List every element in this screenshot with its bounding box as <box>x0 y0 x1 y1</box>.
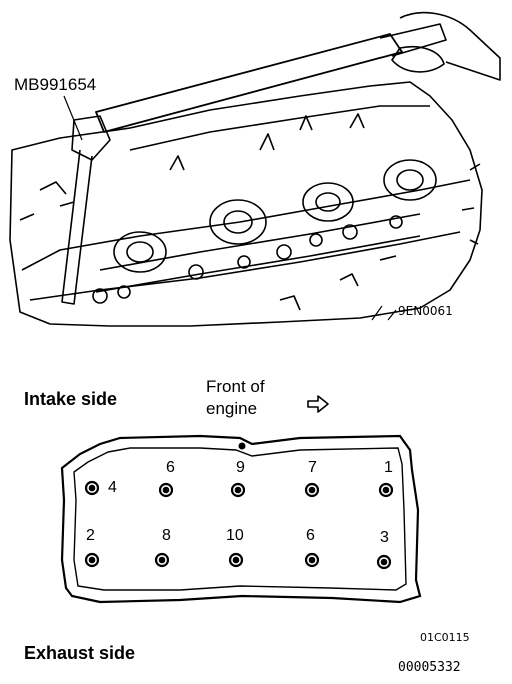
exhaust-side-label: Exhaust side <box>24 643 136 663</box>
bolt-number: 4 <box>108 479 117 496</box>
bolt-number: 3 <box>380 529 389 546</box>
bolt-6 <box>158 482 174 498</box>
bolt-3 <box>376 554 392 570</box>
document-code: 00005332 <box>398 660 461 675</box>
bolt-9 <box>230 482 246 498</box>
bolt-number: 1 <box>384 459 393 476</box>
bolt-4 <box>84 480 100 496</box>
bolt-2 <box>84 552 100 568</box>
bolt-number: 9 <box>236 459 245 476</box>
bolt-number: 10 <box>226 527 244 544</box>
bolt-number: 6 <box>166 459 175 476</box>
bolt-number: 8 <box>162 527 171 544</box>
bolt-8 <box>154 552 170 568</box>
bolt-6b <box>304 552 320 568</box>
figure-code-bottom: 01C0115 <box>420 631 470 644</box>
front-of-engine-label-line2: engine <box>206 399 258 418</box>
right-arrow-icon <box>307 395 329 413</box>
bolt-number: 6 <box>306 527 315 544</box>
tool-part-label: MB991654 <box>14 75 97 94</box>
figure-code-top: 9EN0061 <box>398 304 453 318</box>
bolt-number: 7 <box>308 459 317 476</box>
gasket-outline <box>60 434 422 604</box>
bolt-number: 2 <box>86 527 95 544</box>
bolt-diagram <box>60 434 422 604</box>
bolt-1 <box>378 482 394 498</box>
engine-head-drawing <box>9 11 501 327</box>
intake-side-label: Intake side <box>24 389 118 409</box>
front-of-engine-label-line1: Front of <box>206 377 265 396</box>
bolt-7 <box>304 482 320 498</box>
bolt-10 <box>228 552 244 568</box>
